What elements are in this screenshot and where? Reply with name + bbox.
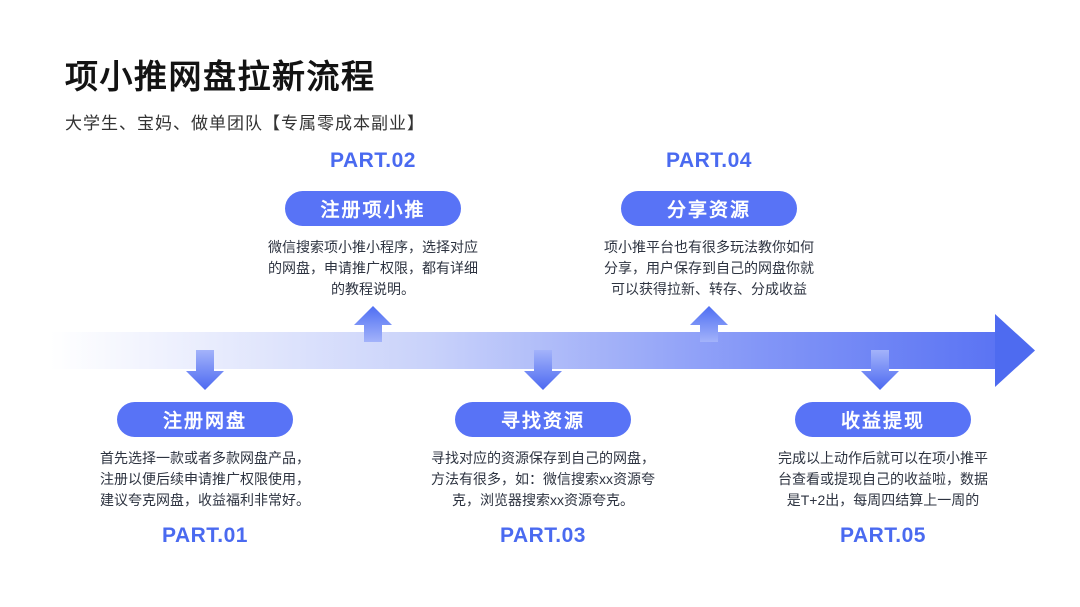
timeline-arrow — [50, 306, 1035, 390]
step-column-3: 寻找资源 寻找对应的资源保存到自己的网盘， 方法有很多，如：微信搜索xx资源夸 … — [413, 402, 673, 549]
header: 项小推网盘拉新流程 大学生、宝妈、做单团队【专属零成本副业】 — [65, 50, 425, 134]
step-desc-line: 寻找对应的资源保存到自己的网盘， — [431, 450, 655, 466]
part-label: PART.02 — [330, 149, 416, 172]
step-desc-line: 完成以上动作后就可以在项小推平 — [778, 450, 988, 466]
down-arrow-icon — [524, 350, 562, 390]
up-arrow-icon — [690, 306, 728, 342]
timeline-bar — [50, 332, 995, 369]
step-description: 完成以上动作后就可以在项小推平 台查看或提现自己的收益啦，数据 是T+2出，每周… — [753, 448, 1013, 511]
step-desc-line: 首先选择一款或者多款网盘产品， — [100, 450, 310, 466]
step-desc-line: 注册以便后续申请推广权限使用， — [100, 471, 310, 487]
step-desc-line: 是T+2出，每周四结算上一周的 — [786, 492, 980, 508]
step-desc-line: 的教程说明。 — [331, 281, 415, 297]
page-title: 项小推网盘拉新流程 — [65, 58, 376, 95]
step-desc-line: 项小推平台也有很多玩法教你如何 — [604, 239, 814, 255]
step-desc-line: 分享，用户保存到自己的网盘你就 — [604, 260, 814, 276]
step-column-1: 注册网盘 首先选择一款或者多款网盘产品， 注册以便后续申请推广权限使用， 建议夸… — [75, 402, 335, 549]
step-column-4: PART.04 分享资源 项小推平台也有很多玩法教你如何 分享，用户保存到自己的… — [579, 148, 839, 300]
step-description: 首先选择一款或者多款网盘产品， 注册以便后续申请推广权限使用， 建议夸克网盘，收… — [75, 448, 335, 511]
down-arrow-icon — [186, 350, 224, 390]
step-pill-label: 注册网盘 — [162, 411, 247, 432]
step-pill-label: 寻找资源 — [500, 411, 585, 432]
step-description: 微信搜索项小推小程序，选择对应 的网盘，申请推广权限，都有详细 的教程说明。 — [243, 237, 503, 300]
step-desc-line: 方法有很多，如：微信搜索xx资源夸 — [431, 471, 655, 487]
step-column-5: 收益提现 完成以上动作后就可以在项小推平 台查看或提现自己的收益啦，数据 是T+… — [753, 402, 1013, 549]
part-label: PART.04 — [666, 149, 752, 172]
step-pill-label: 注册项小推 — [320, 200, 426, 221]
step-desc-line: 微信搜索项小推小程序，选择对应 — [268, 239, 478, 255]
step-pill: 注册网盘 — [117, 402, 293, 437]
up-arrow-icon — [354, 306, 392, 342]
arrowhead-icon — [995, 314, 1035, 387]
step-pill: 寻找资源 — [455, 402, 631, 437]
part-label: PART.05 — [840, 524, 926, 547]
step-description: 项小推平台也有很多玩法教你如何 分享，用户保存到自己的网盘你就 可以获得拉新、转… — [579, 237, 839, 300]
step-pill: 注册项小推 — [285, 191, 461, 226]
step-desc-line: 克，浏览器搜索xx资源夸克。 — [452, 492, 634, 508]
step-pill: 分享资源 — [621, 191, 797, 226]
page-subtitle: 大学生、宝妈、做单团队【专属零成本副业】 — [65, 114, 425, 133]
step-column-2: PART.02 注册项小推 微信搜索项小推小程序，选择对应 的网盘，申请推广权限… — [243, 148, 503, 300]
step-desc-line: 建议夸克网盘，收益福利非常好。 — [100, 492, 310, 508]
step-desc-line: 可以获得拉新、转存、分成收益 — [611, 281, 807, 297]
step-desc-line: 的网盘，申请推广权限，都有详细 — [268, 260, 478, 276]
step-pill: 收益提现 — [795, 402, 971, 437]
step-desc-line: 台查看或提现自己的收益啦，数据 — [778, 471, 988, 487]
part-label: PART.01 — [162, 524, 248, 547]
step-pill-label: 分享资源 — [666, 200, 751, 221]
step-description: 寻找对应的资源保存到自己的网盘， 方法有很多，如：微信搜索xx资源夸 克，浏览器… — [413, 448, 673, 511]
step-pill-label: 收益提现 — [840, 411, 925, 432]
down-arrow-icon — [861, 350, 899, 390]
part-label: PART.03 — [500, 524, 586, 547]
